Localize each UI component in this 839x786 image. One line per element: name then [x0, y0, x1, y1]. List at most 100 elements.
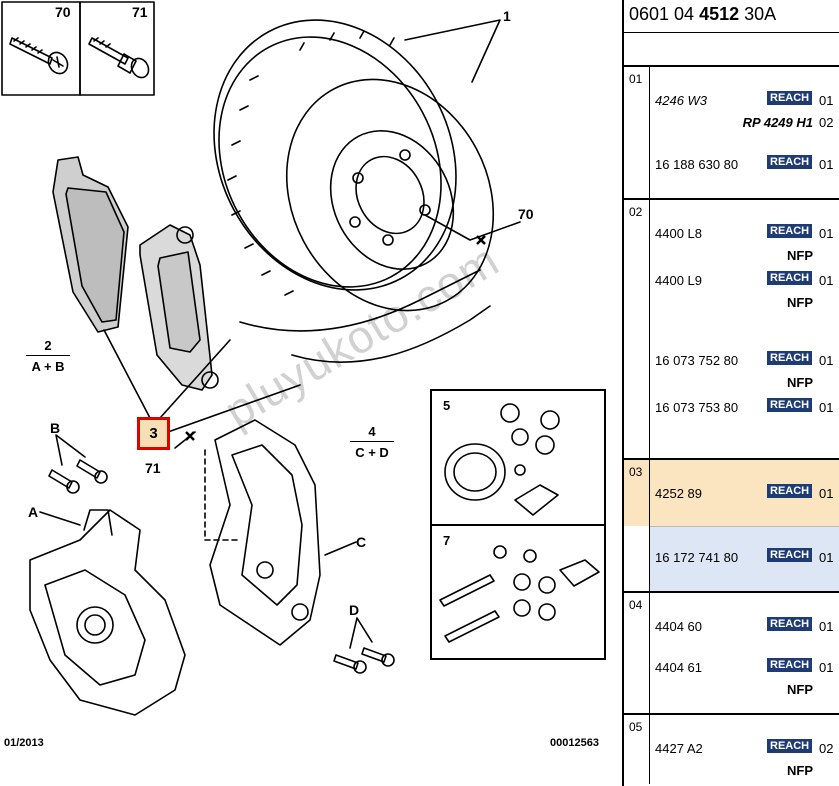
- part-row[interactable]: 4404 60 REACH 01: [650, 615, 839, 637]
- part-note: NFP: [787, 763, 813, 778]
- part-row[interactable]: 16 073 752 80 REACH 01: [650, 349, 839, 371]
- part-row[interactable]: 4427 A2 REACH 02: [650, 737, 839, 759]
- part-row[interactable]: 4246 W3 REACH 01: [650, 89, 839, 111]
- group-number: 05: [629, 720, 643, 734]
- group-number: 04: [629, 598, 643, 612]
- reach-badge: REACH: [767, 155, 813, 169]
- part-ref: 4427 A2: [655, 741, 703, 756]
- wear-wire-1: [239, 269, 481, 332]
- screw-71-box: [79, 1, 155, 96]
- part-row[interactable]: 16 188 630 80 REACH 01: [650, 153, 839, 175]
- part-ref: 16 188 630 80: [655, 157, 739, 172]
- group-number: 02: [629, 205, 643, 219]
- part-ref: 4404 60: [655, 619, 702, 634]
- part-qty: 02: [819, 115, 834, 130]
- screw-71-icon: [88, 37, 150, 79]
- reach-badge: REACH: [767, 271, 813, 285]
- panel-header: 0601 04 4512 30A: [624, 0, 839, 33]
- reach-badge: REACH: [767, 351, 813, 365]
- part-row[interactable]: 4400 L9 REACH 01: [650, 269, 839, 291]
- part-ref: 4400 L8: [655, 226, 702, 241]
- parts-panel: 0601 04 4512 30A 01 4246 W3 REACH 01 RP …: [622, 0, 839, 786]
- group-05[interactable]: 05 4427 A2 REACH 02 NFP: [624, 715, 839, 784]
- kit-7-box: [430, 524, 606, 660]
- exploded-diagram: pluyukoto.com 70 71 1 70 2 A + B 3 71 4 …: [1, 1, 606, 749]
- reach-badge: REACH: [767, 484, 813, 498]
- ref-suffix: 30A: [744, 4, 777, 24]
- part-row-highlighted[interactable]: 16 172 741 80 REACH 01: [650, 546, 839, 568]
- part-row[interactable]: NFP: [650, 371, 839, 393]
- label-2-sub: A + B: [31, 359, 65, 374]
- part-row[interactable]: NFP: [650, 759, 839, 781]
- reach-badge: REACH: [767, 91, 813, 105]
- part-note: RP 4249 H1: [742, 115, 813, 130]
- bolts-d-drawing: [333, 647, 395, 674]
- brake-pad-right-drawing: [139, 224, 219, 391]
- x-marks: [185, 235, 486, 441]
- date-label: 01/2013: [4, 737, 44, 749]
- panel-subheader: [624, 33, 839, 67]
- label-7: 7: [443, 533, 451, 548]
- caliper-housing-drawing: [29, 509, 186, 716]
- brake-disc-drawing: [213, 19, 495, 312]
- part-ref: 16 073 752 80: [655, 353, 739, 368]
- reach-badge: REACH: [767, 739, 813, 753]
- callout-3[interactable]: 3: [137, 417, 170, 450]
- part-row[interactable]: 16 073 753 80 REACH 01: [650, 396, 839, 418]
- part-ref: 4404 61: [655, 660, 702, 675]
- group-03[interactable]: 03 4252 89 REACH 01 16 172 741 80 REACH …: [624, 460, 839, 593]
- reach-badge: REACH: [767, 224, 813, 238]
- part-qty: 01: [819, 353, 834, 368]
- reach-badge: REACH: [767, 548, 813, 562]
- group-04[interactable]: 04 4404 60 REACH 01 4404 61 REACH 01 NFP: [624, 593, 839, 715]
- label-2: 2: [44, 338, 52, 353]
- part-qty: 01: [819, 400, 834, 415]
- part-row-highlighted[interactable]: 4252 89 REACH 01: [650, 482, 839, 504]
- part-ref: 4246 W3: [655, 93, 708, 108]
- label-3: 3: [149, 425, 158, 442]
- part-qty: 01: [819, 157, 834, 172]
- caliper-bracket-drawing: [204, 419, 321, 646]
- part-qty: 01: [819, 273, 834, 288]
- label-d: D: [349, 602, 360, 618]
- part-row[interactable]: NFP: [650, 678, 839, 700]
- doc-number: 00012563: [550, 737, 599, 749]
- brake-pad-left-drawing: [52, 156, 129, 333]
- guide-pin-kit-drawing: [439, 545, 600, 643]
- ref-prefix: 0601 04: [629, 4, 695, 24]
- reach-badge: REACH: [767, 658, 813, 672]
- seal-kit-drawing: [444, 403, 560, 516]
- label-4-sub: C + D: [355, 445, 389, 460]
- ref-bold: 4512: [699, 4, 740, 24]
- label-4-group: 4 C + D: [350, 424, 394, 460]
- part-row[interactable]: NFP: [650, 244, 839, 266]
- part-row[interactable]: 4404 61 REACH 01: [650, 656, 839, 678]
- label-70: 70: [518, 206, 534, 222]
- label-5: 5: [443, 398, 451, 413]
- label-2-group: 2 A + B: [26, 338, 70, 374]
- screw-70-icon: [9, 37, 69, 75]
- part-row[interactable]: NFP: [650, 291, 839, 313]
- group-02[interactable]: 02 4400 L8 REACH 01 NFP 4400 L9 REACH 01…: [624, 200, 839, 460]
- part-note: NFP: [787, 248, 813, 263]
- group-number: 03: [629, 465, 643, 479]
- part-qty: 01: [819, 226, 834, 241]
- leader-1: [404, 19, 501, 83]
- part-ref: 4252 89: [655, 486, 702, 501]
- part-ref: 16 172 741 80: [655, 550, 739, 565]
- part-qty: 02: [819, 741, 834, 756]
- part-note: NFP: [787, 682, 813, 697]
- part-row[interactable]: RP 4249 H1 02: [650, 111, 839, 133]
- label-71-box: 71: [132, 4, 148, 20]
- part-ref: 16 073 753 80: [655, 400, 739, 415]
- part-qty: 01: [819, 486, 834, 501]
- label-71: 71: [145, 460, 161, 476]
- label-b: B: [50, 420, 61, 436]
- group-01[interactable]: 01 4246 W3 REACH 01 RP 4249 H1 02 16 188…: [624, 67, 839, 200]
- label-c: C: [356, 534, 367, 550]
- part-qty: 01: [819, 93, 834, 108]
- diagram-drawing: [1, 1, 600, 716]
- part-row[interactable]: 4400 L8 REACH 01: [650, 222, 839, 244]
- reach-badge: REACH: [767, 617, 813, 631]
- part-qty: 01: [819, 619, 834, 634]
